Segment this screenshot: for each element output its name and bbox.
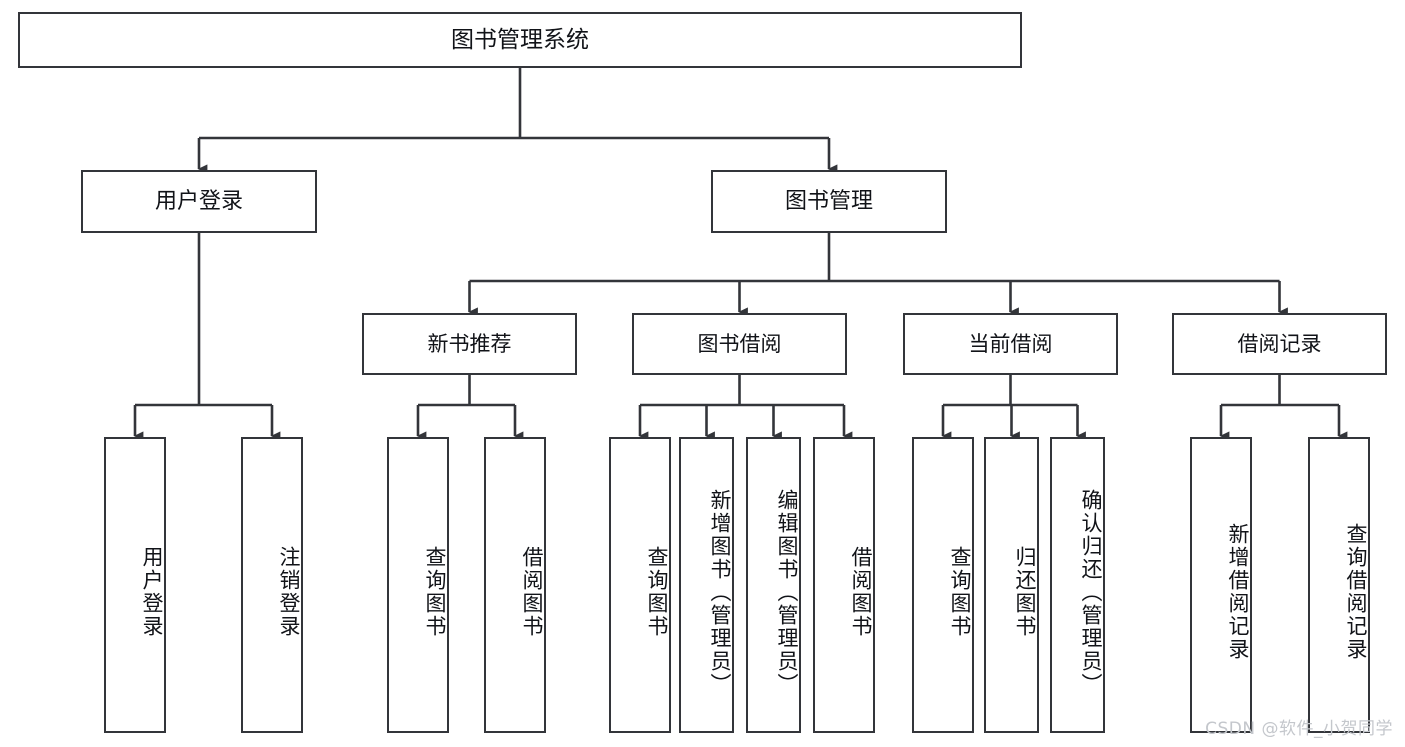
node-label: 新增图书（管理员） [708, 488, 732, 696]
node-leaf-borrow-1[interactable]: 借阅图书 [484, 437, 546, 733]
node-label: 确认归还（管理员） [1079, 488, 1103, 696]
node-label: 借阅图书 [520, 546, 544, 638]
node-leaf-add-record[interactable]: 新增借阅记录 [1190, 437, 1252, 733]
node-label: 查询借阅记录 [1344, 523, 1368, 661]
node-label: 图书管理系统 [451, 26, 589, 53]
node-label: 查询图书 [948, 546, 972, 638]
node-label: 注销登录 [277, 546, 301, 638]
node-leaf-query-3[interactable]: 查询图书 [912, 437, 974, 733]
node-label: 编辑图书（管理员） [775, 488, 799, 696]
node-book-manage[interactable]: 图书管理 [711, 170, 947, 233]
node-label: 查询图书 [645, 546, 669, 638]
node-leaf-logout[interactable]: 注销登录 [241, 437, 303, 733]
node-label: 用户登录 [140, 546, 164, 638]
node-leaf-query-rec[interactable]: 查询借阅记录 [1308, 437, 1370, 733]
node-new-book-rec[interactable]: 新书推荐 [362, 313, 577, 375]
node-leaf-edit-book[interactable]: 编辑图书（管理员） [746, 437, 801, 733]
node-label: 借阅记录 [1237, 331, 1322, 356]
node-leaf-borrow-2[interactable]: 借阅图书 [813, 437, 875, 733]
node-borrow-record[interactable]: 借阅记录 [1172, 313, 1387, 375]
node-leaf-query-2[interactable]: 查询图书 [609, 437, 671, 733]
node-label: 图书借阅 [697, 331, 782, 356]
node-leaf-add-book[interactable]: 新增图书（管理员） [679, 437, 734, 733]
node-current-borrow[interactable]: 当前借阅 [903, 313, 1118, 375]
node-root[interactable]: 图书管理系统 [18, 12, 1022, 68]
node-label: 用户登录 [154, 188, 243, 214]
node-label: 借阅图书 [849, 546, 873, 638]
node-label: 新书推荐 [427, 331, 512, 356]
node-label: 新增借阅记录 [1226, 523, 1250, 661]
node-leaf-confirm[interactable]: 确认归还（管理员） [1050, 437, 1105, 733]
node-user-login[interactable]: 用户登录 [81, 170, 317, 233]
node-label: 查询图书 [423, 546, 447, 638]
node-leaf-user-login[interactable]: 用户登录 [104, 437, 166, 733]
node-label: 图书管理 [784, 188, 873, 214]
node-leaf-return[interactable]: 归还图书 [984, 437, 1039, 733]
node-book-borrow[interactable]: 图书借阅 [632, 313, 847, 375]
node-label: 归还图书 [1013, 546, 1037, 638]
node-leaf-query-1[interactable]: 查询图书 [387, 437, 449, 733]
node-label: 当前借阅 [968, 331, 1053, 356]
